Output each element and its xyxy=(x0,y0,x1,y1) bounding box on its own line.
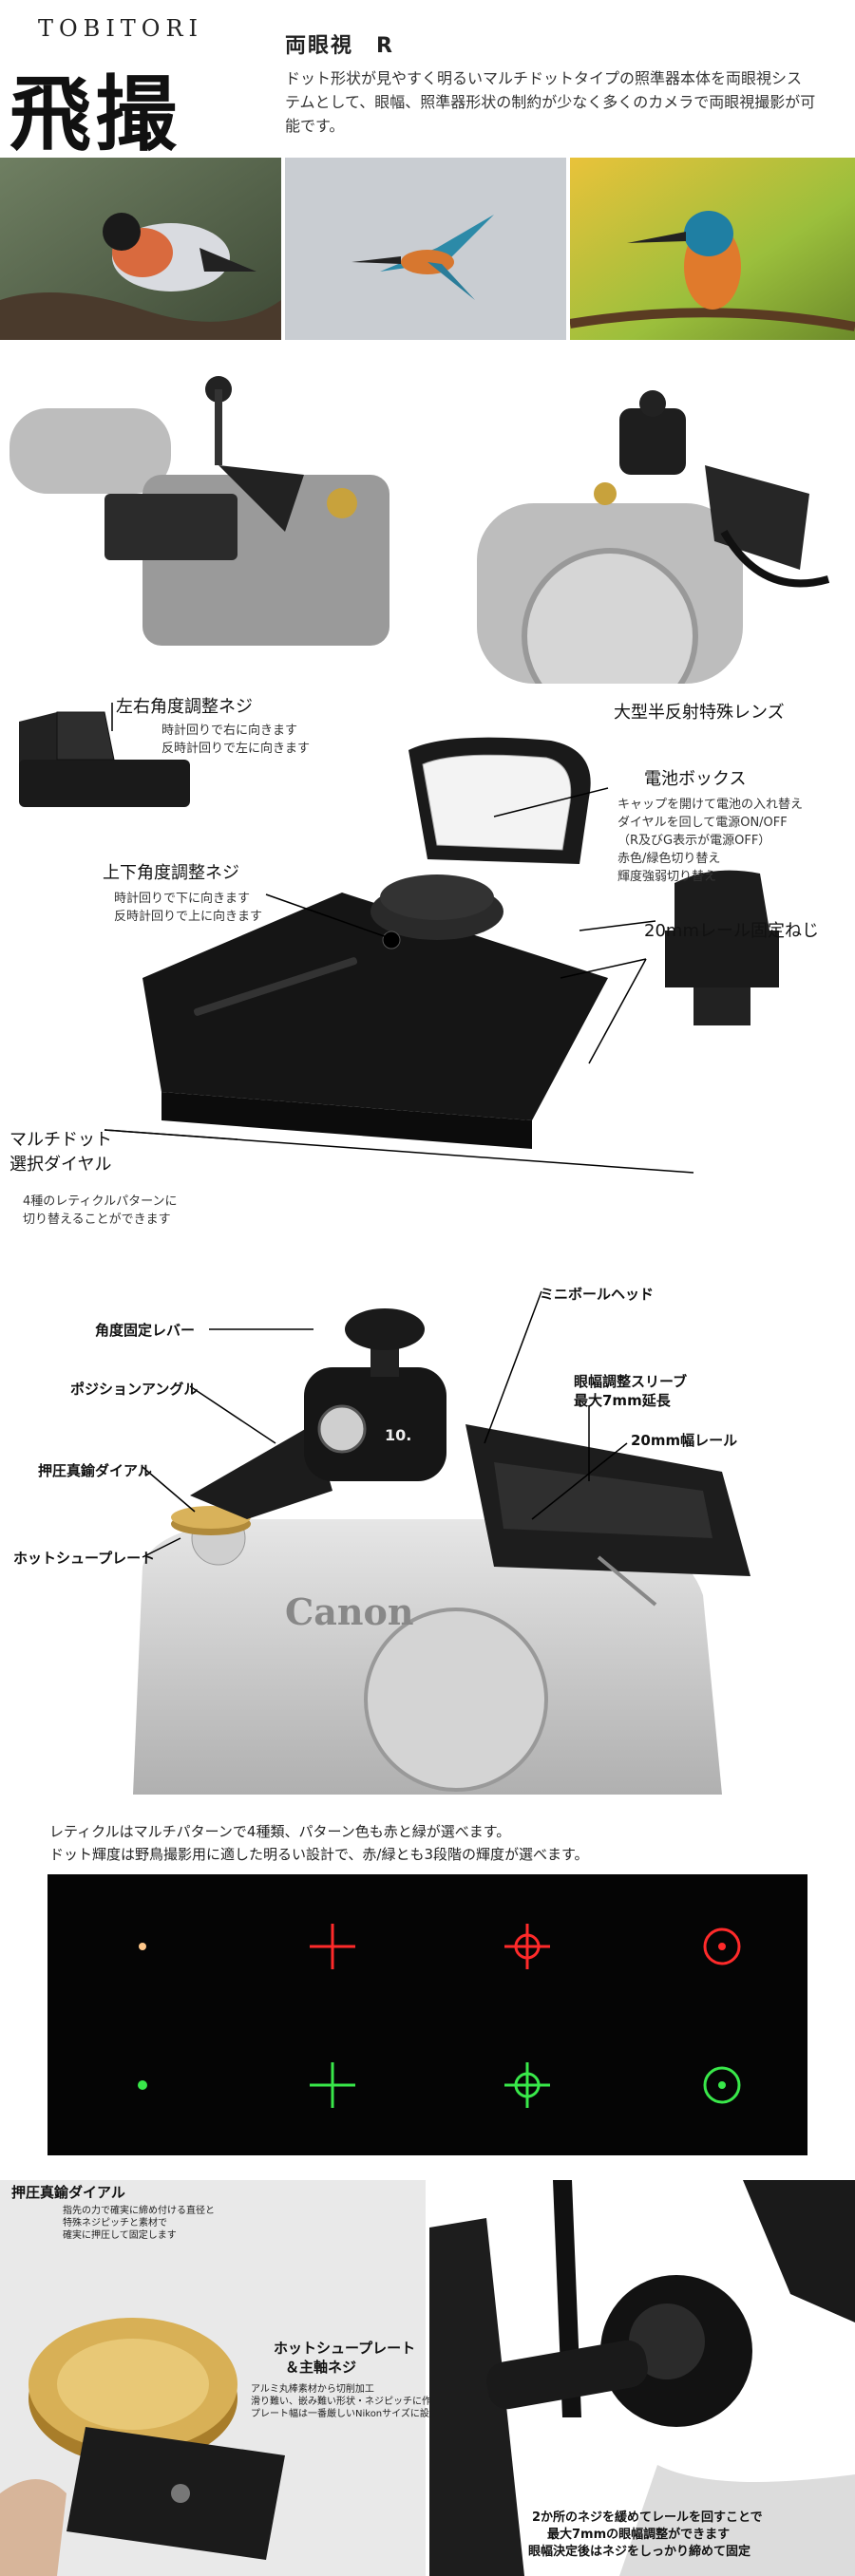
brass-dial-photo xyxy=(0,2180,426,2576)
shoe-detail-title-1: ホットシュープレート xyxy=(274,2340,416,2357)
shoe-detail-title-2: ＆主軸ネジ xyxy=(285,2359,357,2376)
lr-adjust-label: 左右角度調整ネジ xyxy=(116,697,253,717)
reticle-red-dot xyxy=(139,1943,146,1950)
lens-label: 大型半反射特殊レンズ xyxy=(614,703,785,723)
lr-adjust-desc2: 反時計回りで左に向きます xyxy=(162,742,311,756)
bird-photo-kingfisher-flight xyxy=(285,158,566,340)
brass-detail-desc1: 指先の力で確実に締め付ける直径と xyxy=(63,2206,215,2216)
ud-adjust-desc1: 時計回りで下に向きます xyxy=(114,892,251,906)
reticle-red-circle-dot xyxy=(703,1927,741,1965)
mount-brand-mark: 10. xyxy=(385,1426,412,1444)
screw-note-3: 眼幅決定後はネジをしっかり締めて固定 xyxy=(528,2545,751,2559)
multidot-dial-desc1: 4種のレティクルパターンに xyxy=(23,1194,178,1209)
battery-desc3: （R及びG表示が電源OFF） xyxy=(618,834,771,848)
reticle-green-dot xyxy=(138,2080,147,2090)
sleeve-screw-photo xyxy=(429,2180,855,2576)
bird-photo-kingfisher-perched xyxy=(570,158,855,340)
lever-label: 角度固定レバー xyxy=(95,1322,196,1339)
shoe-detail-desc3: プレート幅は一番厳しいNikonサイズに設定 xyxy=(251,2409,439,2419)
product-title: 両眼視 R xyxy=(285,34,394,58)
ud-adjust-label: 上下角度調整ネジ xyxy=(103,863,239,883)
multidot-dial-label-1: マルチドット xyxy=(10,1130,112,1150)
bird-photo-bullfinch xyxy=(0,158,281,340)
battery-desc4: 赤色/緑色切り替え xyxy=(618,852,721,866)
brass-detail-desc2: 特殊ネジピッチと素材で xyxy=(63,2218,167,2228)
camera-brand-text: Canon xyxy=(285,1590,414,1633)
battery-label: 電池ボックス xyxy=(644,769,747,789)
position-angle-label: ポジションアングル xyxy=(70,1381,199,1398)
sleeve-label-1: 眼幅調整スリーブ xyxy=(574,1373,688,1390)
reticle-red-cross-circle xyxy=(504,1924,550,1969)
logo-english: TOBITORI xyxy=(38,15,204,42)
battery-desc1: キャップを開けて電池の入れ替え xyxy=(618,798,804,812)
brass-detail-title: 押圧真鍮ダイアル xyxy=(11,2184,125,2201)
shoe-detail-desc1: アルミ丸棒素材から切削加工 xyxy=(251,2384,374,2395)
ud-adjust-desc2: 反時計回りで上に向きます xyxy=(114,910,263,924)
reticle-green-cross-circle xyxy=(504,2062,550,2108)
camera-mount-photo-left xyxy=(0,351,426,684)
battery-desc5: 輝度強弱切り替え xyxy=(618,870,717,884)
camera-mount-photo-right xyxy=(429,351,855,684)
reticle-panel xyxy=(48,1874,808,2155)
reticle-red-cross xyxy=(310,1924,355,1969)
logo-japanese: 飛撮 xyxy=(10,66,180,162)
rail20-label: 20mm幅レール xyxy=(631,1432,738,1449)
reticle-desc-1: レティクルはマルチパターンで4種類、パターン色も赤と緑が選べます。 xyxy=(49,1823,511,1840)
miniball-label: ミニボールヘッド xyxy=(540,1286,655,1303)
mount-diagram: Canon 10. xyxy=(0,1253,855,1795)
multidot-dial-desc2: 切り替えることができます xyxy=(23,1213,171,1227)
shoe-detail-desc2: 滑り難い、嵌み難い形状・ネジピッチに作られた xyxy=(251,2397,460,2407)
reticle-desc-2: ドット輝度は野鳥撮影用に適した明るい設計で、赤/緑とも3段階の輝度が選べます。 xyxy=(49,1846,589,1863)
intro-text: ドット形状が見やすく明るいマルチドットタイプの照準器本体を両眼視システムとして、… xyxy=(285,69,816,135)
battery-desc2: ダイヤルを回して電源ON/OFF xyxy=(618,816,788,830)
hotshoe-label: ホットシュープレート xyxy=(13,1550,156,1567)
rail-screw-label: 20mmレール固定ねじ xyxy=(644,921,819,941)
sight-diagram xyxy=(0,693,855,1225)
sleeve-label-2: 最大7mm延長 xyxy=(574,1392,671,1409)
brass-dial-label: 押圧真鍮ダイアル xyxy=(38,1462,152,1479)
screw-note-2: 最大7mmの眼幅調整ができます xyxy=(547,2528,731,2542)
lr-adjust-desc1: 時計回りで右に向きます xyxy=(162,724,298,738)
brass-detail-desc3: 確実に押圧して固定します xyxy=(63,2230,177,2241)
reticle-green-circle-dot xyxy=(703,2066,741,2104)
screw-note-1: 2か所のネジを緩めてレールを回すことで xyxy=(532,2510,763,2525)
reticle-green-cross xyxy=(310,2062,355,2108)
multidot-dial-label-2: 選択ダイヤル xyxy=(10,1155,112,1175)
